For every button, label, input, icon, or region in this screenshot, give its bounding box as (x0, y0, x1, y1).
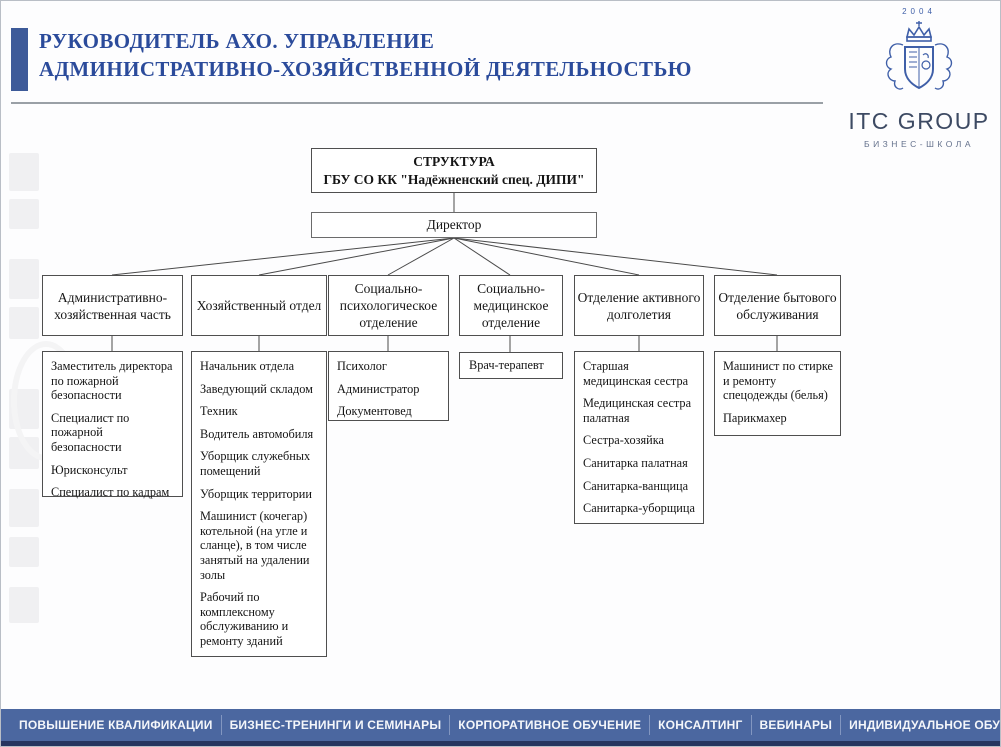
member-item: Уборщик территории (200, 486, 312, 501)
member-item: Санитарка-уборщица (583, 501, 695, 516)
header-divider (11, 102, 823, 104)
org-root-box: СТРУКТУРА ГБУ СО КК "Надёжненский спец. … (311, 148, 597, 193)
footer-separator (649, 715, 651, 735)
member-item: Юрисконсульт (51, 462, 128, 477)
member-item: Начальник отдела (200, 359, 295, 373)
footer-separator (220, 715, 222, 735)
footer-separator (750, 715, 752, 735)
footer-item-trainings[interactable]: БИЗНЕС-ТРЕНИНГИ И СЕМИНАРЫ (229, 718, 442, 732)
footer-nav: ПОВЫШЕНИЕ КВАЛИФИКАЦИИ БИЗНЕС-ТРЕНИНГИ И… (1, 709, 1001, 741)
member-item: Рабочий по комплексному обслуживанию и р… (200, 590, 289, 648)
footer-bottom-strip (1, 741, 1000, 746)
dept-box-economic: Хозяйственный отдел (191, 275, 327, 336)
footer-separator (840, 715, 842, 735)
crest-icon (871, 21, 967, 105)
title-line-1: РУКОВОДИТЕЛЬ АХО. УПРАВЛЕНИЕ (39, 29, 435, 53)
member-item: Специалист по пожарной безопасности (51, 410, 130, 454)
members-box-household-services: Машинист по стирке и ремонту спецодежды … (714, 351, 841, 436)
director-label: Директор (426, 217, 482, 232)
member-item: Машинист (кочегар) котельной (на угле и … (200, 509, 310, 582)
member-item: Врач-терапевт (469, 358, 544, 372)
logo-subtitle: БИЗНЕС-ШКОЛА (863, 139, 974, 149)
footer-item-webinars[interactable]: ВЕБИНАРЫ (759, 718, 833, 732)
footer-item-corporate[interactable]: КОРПОРАТИВНОЕ ОБУЧЕНИЕ (458, 718, 642, 732)
footer-item-individual[interactable]: ИНДИВИДУАЛЬНОЕ ОБУЧЕНИЕ (849, 718, 1001, 732)
members-box-economic: Начальник отдела Заведующий складом Техн… (191, 351, 327, 657)
member-item: Санитарка палатная (583, 455, 688, 470)
dept-box-active-longevity: Отделение активного долголетия (574, 275, 704, 336)
org-root-line-2: ГБУ СО КК "Надёжненский спец. ДИПИ" (323, 171, 585, 187)
member-item: Сестра-хозяйка (583, 433, 664, 448)
member-item: Медицинская сестра палатная (583, 396, 692, 425)
title-line-2: АДМИНИСТРАТИВНО-ХОЗЯЙСТВЕННОЙ ДЕЯТЕЛЬНОС… (39, 57, 692, 81)
dept-box-socio-medical: Социально-медицинское отделение (459, 275, 563, 336)
member-item: Специалист по кадрам (51, 485, 170, 500)
member-item: Водитель автомобиля (200, 426, 314, 441)
member-item: Заместитель директора по пожарной безопа… (51, 359, 173, 403)
org-root-line-1: СТРУКТУРА (413, 153, 495, 169)
page-title: РУКОВОДИТЕЛЬ АХО. УПРАВЛЕНИЕ АДМИНИСТРАТ… (39, 27, 839, 83)
member-item: Парикмахер (723, 410, 787, 425)
org-director-box: Директор (311, 212, 597, 238)
dept-box-admin: Административно-хозяйственная часть (42, 275, 183, 336)
logo-name: ITC GROUP (848, 108, 990, 134)
dept-box-household-services: Отделение бытового обслуживания (714, 275, 841, 336)
title-accent-bar (11, 28, 28, 91)
members-box-socio-medical: Врач-терапевт (459, 352, 563, 379)
footer-separator (449, 715, 451, 735)
members-box-active-longevity: Старшая медицинская сестра Медицинская с… (574, 351, 704, 524)
member-item: Старшая медицинская сестра (583, 359, 689, 388)
members-box-socio-psych: Психолог Администратор Документовед (328, 351, 449, 421)
member-item: Уборщик служебных помещений (200, 449, 311, 478)
dept-box-socio-psych: Социально-психологическое отделение (328, 275, 449, 336)
member-item: Санитарка-ванщица (583, 478, 689, 493)
member-item: Машинист по стирке и ремонту спецодежды … (723, 359, 833, 403)
itc-group-logo: 2004 ITC GROUP БИЗНЕС-ШКОЛА (843, 7, 995, 149)
member-item: Документовед (337, 404, 412, 419)
member-item: Техник (200, 404, 238, 419)
member-item: Заведующий складом (200, 381, 313, 396)
watermark (5, 141, 81, 661)
members-box-admin: Заместитель директора по пожарной безопа… (42, 351, 183, 500)
footer-item-consulting[interactable]: КОНСАЛТИНГ (658, 718, 743, 732)
member-item: Психолог (337, 359, 387, 373)
footer-item-qualification[interactable]: ПОВЫШЕНИЕ КВАЛИФИКАЦИИ (19, 718, 213, 732)
logo-year: 2004 (902, 7, 936, 16)
member-item: Администратор (337, 381, 420, 396)
